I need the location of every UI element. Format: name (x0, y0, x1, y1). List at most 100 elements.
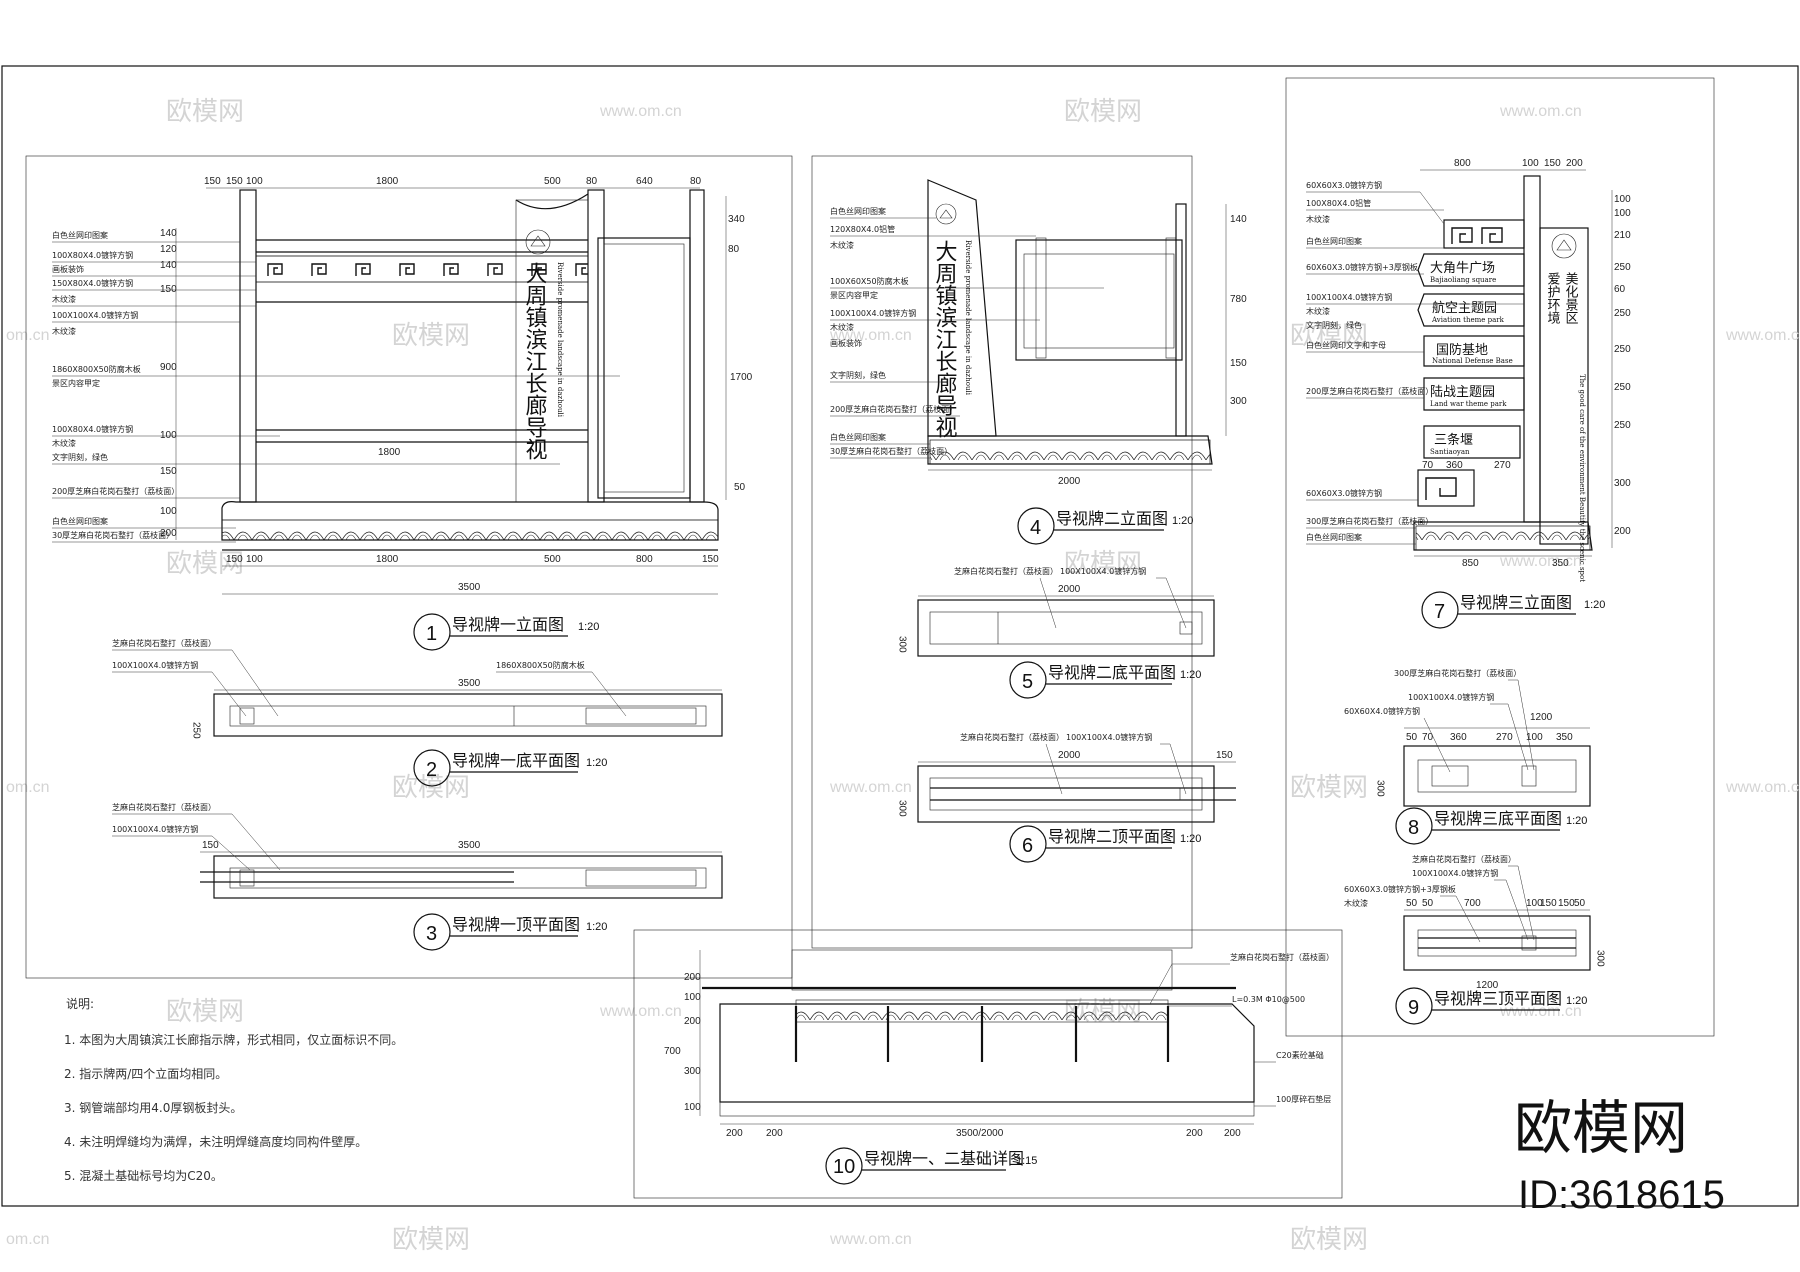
watermark-url: www.om.cn (829, 1231, 912, 1248)
svg-text:80: 80 (728, 244, 740, 255)
svg-text:300: 300 (1375, 780, 1386, 797)
svg-text:1860X800X50防腐木板: 1860X800X50防腐木板 (496, 660, 585, 670)
svg-text:1800: 1800 (376, 176, 399, 187)
watermark-url: www.om.cn (1725, 327, 1800, 344)
svg-text:芝麻白花岗石整打（荔枝面）: 芝麻白花岗石整打（荔枝面） (1230, 952, 1334, 962)
svg-text:2: 2 (426, 759, 437, 781)
svg-text:100X100X4.0镀锌方钢: 100X100X4.0镀锌方钢 (112, 824, 198, 834)
sign3-arrow-board-5: 三条堰 Santiaoyan (1423, 425, 1521, 459)
watermark-brand: 欧模网 (1064, 549, 1142, 579)
svg-text:200厚芝麻白花岗石整打（荔枝面）: 200厚芝麻白花岗石整打（荔枝面） (1306, 386, 1433, 396)
svg-text:三条堰: 三条堰 (1434, 432, 1473, 448)
brand-id: ID:3618615 (1518, 1173, 1725, 1217)
svg-text:300: 300 (897, 636, 908, 653)
sign3-plan-top: 50 50 700 100 150 150 50 1200 300 芝麻白花岗石… (1344, 854, 1606, 991)
svg-text:2. 指示牌两/四个立面均相同。: 2. 指示牌两/四个立面均相同。 (64, 1066, 227, 1081)
svg-text:60X60X3.0镀锌方钢+3厚钢板: 60X60X3.0镀锌方钢+3厚钢板 (1306, 262, 1418, 272)
svg-text:700: 700 (1464, 898, 1481, 909)
view-title-1: 1 导视牌一立面图 1:20 (413, 613, 599, 651)
svg-text:100: 100 (160, 430, 177, 441)
svg-text:200: 200 (1224, 1128, 1241, 1139)
svg-text:5. 混凝土基础标号均为C20。: 5. 混凝土基础标号均为C20。 (64, 1168, 223, 1183)
svg-text:120: 120 (160, 244, 177, 255)
svg-text:芝麻白花岗石整打（荔枝面）: 芝麻白花岗石整打（荔枝面） (1412, 854, 1516, 864)
view-title-4: 4 导视牌二立面图 1:20 (1017, 507, 1193, 545)
svg-text:文字阴刻，绿色: 文字阴刻，绿色 (830, 370, 886, 380)
brand-logo-text: 欧模网 (1514, 1094, 1688, 1162)
svg-text:100X80X4.0镀锌方钢: 100X80X4.0镀锌方钢 (52, 250, 133, 260)
sign1-title: 大周镇滨江长廊导视 (522, 262, 548, 460)
svg-text:100X100X4.0镀锌方钢: 100X100X4.0镀锌方钢 (112, 660, 198, 670)
sign3-arrow-board-3: 国防基地 National Defense Base (1423, 335, 1525, 367)
svg-text:白色丝网印图案: 白色丝网印图案 (1306, 532, 1362, 542)
svg-text:陆战主题园: 陆战主题园 (1430, 384, 1495, 400)
view-title-7: 7 导视牌三立面图 1:20 (1421, 591, 1605, 629)
watermark-url: www.om.cn (599, 103, 682, 120)
svg-text:200厚芝麻白花岗石整打（荔枝面）: 200厚芝麻白花岗石整打（荔枝面） (52, 486, 179, 496)
svg-text:150: 150 (1216, 750, 1233, 761)
sign2-title: 大周镇滨江长廊导视 (932, 240, 958, 438)
svg-text:1:20: 1:20 (1584, 599, 1605, 611)
legend-notes: 说明: 1. 本图为大周镇滨江长廊指示牌，形式相同，仅立面标识不同。 2. 指示… (64, 996, 403, 1183)
svg-text:150: 150 (1230, 358, 1247, 369)
svg-text:National Defense Base: National Defense Base (1432, 357, 1513, 365)
svg-text:导视牌一、二基础详图: 导视牌一、二基础详图 (864, 1149, 1024, 1168)
panel-foundation (633, 929, 1343, 1199)
svg-text:60X60X3.0镀锌方钢: 60X60X3.0镀锌方钢 (1306, 488, 1382, 498)
svg-text:L=0.3M Φ10@500: L=0.3M Φ10@500 (1232, 995, 1305, 1004)
sign1-vertical-text (525, 229, 551, 255)
svg-text:8: 8 (1408, 817, 1419, 839)
svg-text:白色丝网印图案: 白色丝网印图案 (52, 230, 108, 240)
watermark-url: www.om.cn (1725, 779, 1800, 796)
svg-text:200: 200 (726, 1128, 743, 1139)
svg-text:200: 200 (766, 1128, 783, 1139)
svg-text:60X60X4.0镀锌方钢: 60X60X4.0镀锌方钢 (1344, 706, 1420, 716)
watermark-brand: 欧模网 (1290, 321, 1368, 351)
svg-text:150: 150 (160, 284, 177, 295)
svg-text:100: 100 (246, 176, 263, 187)
svg-text:800: 800 (636, 554, 653, 565)
view-title-3: 3 导视牌一顶平面图 1:20 (413, 913, 607, 951)
svg-text:60X60X3.0镀锌方钢: 60X60X3.0镀锌方钢 (1306, 180, 1382, 190)
svg-text:150: 150 (226, 176, 243, 187)
svg-text:80: 80 (690, 176, 702, 187)
svg-text:300: 300 (1614, 478, 1631, 489)
svg-text:2000: 2000 (1058, 476, 1081, 487)
svg-text:1:20: 1:20 (586, 757, 607, 769)
svg-text:1200: 1200 (1530, 712, 1553, 723)
svg-text:1. 本图为大周镇滨江长廊指示牌，形式相同，仅立面标识不同: 1. 本图为大周镇滨江长廊指示牌，形式相同，仅立面标识不同。 (64, 1032, 403, 1047)
svg-text:白色丝网印图案: 白色丝网印图案 (52, 516, 108, 526)
svg-text:7: 7 (1434, 601, 1445, 623)
svg-text:700: 700 (664, 1046, 681, 1057)
svg-text:景区内容甲定: 景区内容甲定 (830, 290, 878, 300)
sheet-border (1, 65, 1799, 1207)
sign2-plan-bottom: 2000 300 芝麻白花岗石整打（荔枝面） 100X100X4.0镀锌方钢 (897, 566, 1215, 657)
svg-text:300: 300 (1230, 396, 1247, 407)
svg-text:1:20: 1:20 (1180, 833, 1201, 845)
sign3-plan-bottom: 50 70 360 270 100 350 1200 300 300厚芝麻白花岗… (1344, 668, 1591, 807)
watermark-brand: 欧模网 (1290, 1225, 1368, 1255)
svg-text:芝麻白花岗石整打（荔枝面）: 芝麻白花岗石整打（荔枝面） (112, 638, 216, 648)
svg-text:70: 70 (1422, 460, 1434, 471)
view-title-2: 2 导视牌一底平面图 1:20 (413, 749, 607, 787)
svg-text:60: 60 (1614, 284, 1626, 295)
svg-text:画板装饰: 画板装饰 (52, 264, 84, 274)
svg-text:360: 360 (1450, 732, 1467, 743)
svg-text:50: 50 (1406, 732, 1418, 743)
svg-text:导视牌三立面图: 导视牌三立面图 (1460, 593, 1572, 612)
svg-text:1:20: 1:20 (578, 621, 599, 633)
svg-text:5: 5 (1022, 671, 1033, 693)
svg-text:1:20: 1:20 (1566, 995, 1587, 1007)
watermark-brand: 欧模网 (392, 1225, 470, 1255)
svg-text:140: 140 (160, 260, 177, 271)
svg-text:说明:: 说明: (66, 996, 94, 1011)
svg-text:270: 270 (1494, 460, 1511, 471)
svg-text:250: 250 (1614, 344, 1631, 355)
svg-text:白色丝网印文字和字母: 白色丝网印文字和字母 (1306, 340, 1386, 350)
sign2-elevation: 大周镇滨江长廊导视 Riverside promenade landscape … (830, 179, 1247, 487)
view-title-8: 8 导视牌三底平面图 1:20 (1395, 807, 1587, 845)
svg-text:航空主题园: 航空主题园 (1432, 300, 1497, 316)
svg-text:300: 300 (1595, 950, 1606, 967)
svg-text:210: 210 (1614, 230, 1631, 241)
watermark-url: www.om.cn (829, 327, 912, 344)
